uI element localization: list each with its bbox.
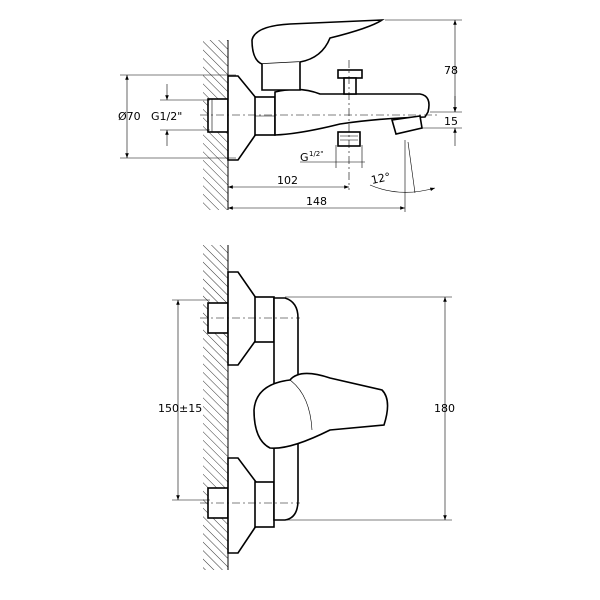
- dim-width: 180: [434, 402, 455, 415]
- dim-spout-offset: 15: [444, 115, 458, 128]
- dim-diameter: Ø70: [118, 110, 141, 123]
- lever-handle: [251, 19, 385, 65]
- escutcheon-upper: [227, 271, 257, 366]
- dim-height: 78: [444, 64, 458, 77]
- body-spout: [274, 88, 430, 136]
- spout-tip: [390, 115, 423, 135]
- dim-center-distance: 150±15: [158, 402, 202, 415]
- wall-hatch-front: [203, 245, 228, 570]
- dim-outlet-thread-fraction: 1/2": [309, 150, 324, 158]
- dim-outlet-thread: G: [300, 151, 309, 164]
- dim-spout-length: 148: [306, 195, 327, 208]
- front-view: 150±15 180: [158, 245, 455, 570]
- escutcheon: [227, 75, 257, 161]
- escutcheon-lower: [227, 457, 257, 554]
- inlet-pipe: [207, 98, 229, 133]
- dim-angle: 12°: [370, 170, 392, 187]
- diverter-knob: [337, 69, 363, 79]
- dim-outlet-distance: 102: [277, 174, 298, 187]
- lever-front: [253, 372, 389, 449]
- dim-inlet-thread: G1/2": [151, 110, 182, 123]
- side-view: Ø70 G1/2" G 1/2" 78 15 102 148 12°: [118, 19, 462, 212]
